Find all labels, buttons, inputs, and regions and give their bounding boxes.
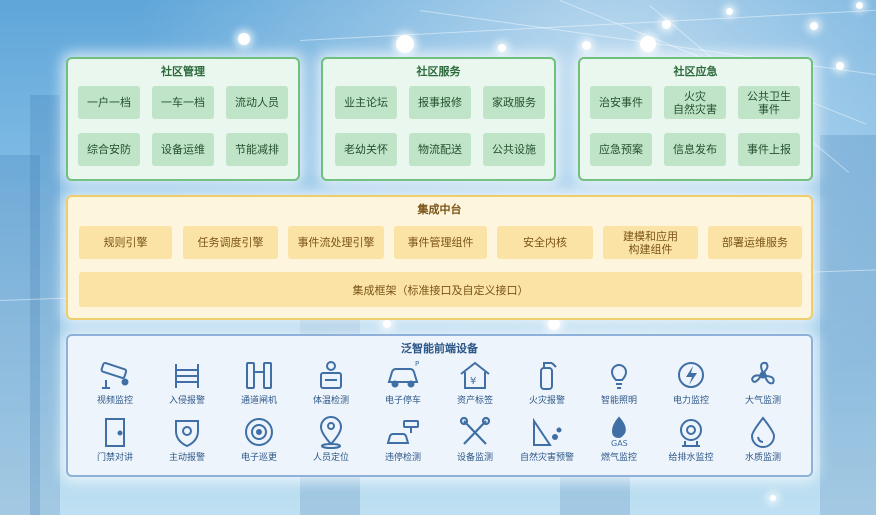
gas-text: GAS <box>611 439 628 448</box>
svg-text:¥: ¥ <box>470 376 476 387</box>
smart-devices-panel: 泛智能前端设备 视频监控 入侵报警 通道闸机 体温检测 <box>66 334 813 477</box>
item-elderly-child-care[interactable]: 老幼关怀 <box>335 133 397 166</box>
water-meter-icon <box>680 419 702 447</box>
item-public-security[interactable]: 治安事件 <box>590 86 652 119</box>
item-event-management[interactable]: 事件管理组件 <box>394 226 487 259</box>
car-parking-icon: P <box>387 360 419 388</box>
item-logistics[interactable]: 物流配送 <box>409 133 471 166</box>
item-task-scheduling[interactable]: 任务调度引擎 <box>183 226 278 259</box>
device-label: 主动报警 <box>168 453 205 463</box>
integration-platform-panel: 集成中台 规则引擎 任务调度引擎 事件流处理引擎 事件管理组件 安全内核 建模和… <box>66 195 813 320</box>
device-label: 入侵报警 <box>168 396 205 406</box>
item-equipment-maintenance[interactable]: 设备运维 <box>152 133 214 166</box>
item-deployment-ops[interactable]: 部署运维服务 <box>708 226 802 259</box>
device-disaster-warning[interactable]: 自然灾害预警 <box>512 415 582 463</box>
community-emergency-panel: 社区应急 治安事件 火灾 自然灾害 公共卫生 事件 应急预案 信息发布 事件上报 <box>578 57 813 181</box>
device-personnel-location[interactable]: 人员定位 <box>296 415 366 463</box>
item-energy-saving[interactable]: 节能减排 <box>226 133 288 166</box>
item-public-facilities[interactable]: 公共设施 <box>483 133 545 166</box>
device-access-gate[interactable]: 通道闸机 <box>224 358 294 406</box>
door-icon <box>105 418 125 447</box>
device-temperature-check[interactable]: 体温检测 <box>296 358 366 406</box>
panel-title: 社区服务 <box>416 65 461 78</box>
device-water-quality[interactable]: 水质监测 <box>728 415 798 463</box>
device-illegal-parking[interactable]: 违停检测 <box>368 415 438 463</box>
device-label: 通道闸机 <box>240 396 277 406</box>
item-fire-disaster[interactable]: 火灾 自然灾害 <box>664 86 726 119</box>
device-fire-alarm[interactable]: 火灾报警 <box>512 358 582 406</box>
fire-extinguisher-icon <box>540 362 557 390</box>
patrol-disc-icon <box>245 418 273 446</box>
device-asset-tag[interactable]: ¥ 资产标签 <box>440 358 510 406</box>
item-emergency-plan[interactable]: 应急预案 <box>590 133 652 166</box>
device-label: 自然灾害预警 <box>519 453 574 463</box>
panel-title: 社区管理 <box>161 65 205 78</box>
tools-icon <box>459 416 491 445</box>
turnstile-gate-icon <box>246 362 272 389</box>
item-rule-engine[interactable]: 规则引擎 <box>79 226 172 259</box>
device-label: 智能照明 <box>600 396 637 406</box>
item-floating-population[interactable]: 流动人员 <box>226 86 288 119</box>
item-integrated-security[interactable]: 综合安防 <box>78 133 140 166</box>
device-label: 体温检测 <box>312 396 349 406</box>
community-service-panel: 社区服务 业主论坛 报事报修 家政服务 老幼关怀 物流配送 公共设施 <box>321 57 556 181</box>
item-repair-report[interactable]: 报事报修 <box>409 86 471 119</box>
device-smart-lighting[interactable]: 智能照明 <box>584 358 654 406</box>
item-modeling-components[interactable]: 建模和应用 构建组件 <box>603 226 698 259</box>
device-e-patrol[interactable]: 电子巡更 <box>224 415 294 463</box>
device-label: 大气监测 <box>744 396 781 406</box>
device-label: 燃气监控 <box>600 453 637 463</box>
device-label: 电力监控 <box>672 396 709 406</box>
panel-title: 社区应急 <box>673 65 718 78</box>
device-label: 火灾报警 <box>528 396 565 406</box>
item-event-report[interactable]: 事件上报 <box>738 133 800 166</box>
device-label: 门禁对讲 <box>96 453 133 463</box>
device-electronic-parking[interactable]: P 电子停车 <box>368 358 438 406</box>
device-water-supply-monitor[interactable]: 给排水监控 <box>656 415 726 463</box>
panel-title: 泛智能前端设备 <box>401 342 478 355</box>
device-gas-monitor[interactable]: GAS 燃气监控 <box>584 415 654 463</box>
item-owner-forum[interactable]: 业主论坛 <box>335 86 397 119</box>
fence-icon <box>175 364 199 388</box>
panel-title: 集成中台 <box>417 203 462 216</box>
landslide-icon <box>533 417 562 446</box>
device-power-monitor[interactable]: 电力监控 <box>656 358 726 406</box>
device-label: 设备监测 <box>456 453 493 463</box>
water-drop-icon <box>750 416 776 448</box>
item-housekeeping[interactable]: 家政服务 <box>483 86 545 119</box>
cctv-camera-icon <box>100 362 129 389</box>
fan-icon <box>750 361 775 385</box>
person-pin-icon <box>319 416 343 449</box>
device-intrusion-alarm[interactable]: 入侵报警 <box>152 358 222 406</box>
device-label: 违停检测 <box>384 453 421 463</box>
item-household-profile[interactable]: 一户一档 <box>78 86 140 119</box>
device-label: 给排水监控 <box>668 453 714 463</box>
alarm-badge-icon <box>175 420 199 448</box>
device-equipment-monitor[interactable]: 设备监测 <box>440 415 510 463</box>
item-info-release[interactable]: 信息发布 <box>664 133 726 166</box>
item-vehicle-profile[interactable]: 一车一档 <box>152 86 214 119</box>
integration-framework-bar[interactable]: 集成框架（标准接口及自定义接口） <box>79 272 802 307</box>
device-label: 水质监测 <box>744 453 781 463</box>
device-label: 电子巡更 <box>240 453 277 463</box>
thermometer-kiosk-icon <box>320 361 342 389</box>
gas-flame-icon: GAS <box>611 416 628 448</box>
device-air-monitor[interactable]: 大气监测 <box>728 358 798 406</box>
item-event-stream[interactable]: 事件流处理引擎 <box>288 226 384 259</box>
device-door-intercom[interactable]: 门禁对讲 <box>80 415 150 463</box>
device-video-surveillance[interactable]: 视频监控 <box>80 358 150 406</box>
svg-text:P: P <box>415 360 419 368</box>
light-bulb-icon <box>610 364 628 389</box>
parking-violation-icon <box>386 420 419 444</box>
device-label: 电子停车 <box>384 396 421 406</box>
asset-tag-house-icon: ¥ <box>460 361 490 389</box>
device-label: 人员定位 <box>312 453 349 463</box>
item-public-health[interactable]: 公共卫生 事件 <box>738 86 800 119</box>
device-label: 资产标签 <box>456 396 493 406</box>
item-security-kernel[interactable]: 安全内核 <box>497 226 593 259</box>
device-active-alarm[interactable]: 主动报警 <box>152 415 222 463</box>
lightning-circle-icon <box>678 362 704 388</box>
community-management-panel: 社区管理 一户一档 一车一档 流动人员 综合安防 设备运维 节能减排 <box>66 57 300 181</box>
device-label: 视频监控 <box>96 396 133 406</box>
